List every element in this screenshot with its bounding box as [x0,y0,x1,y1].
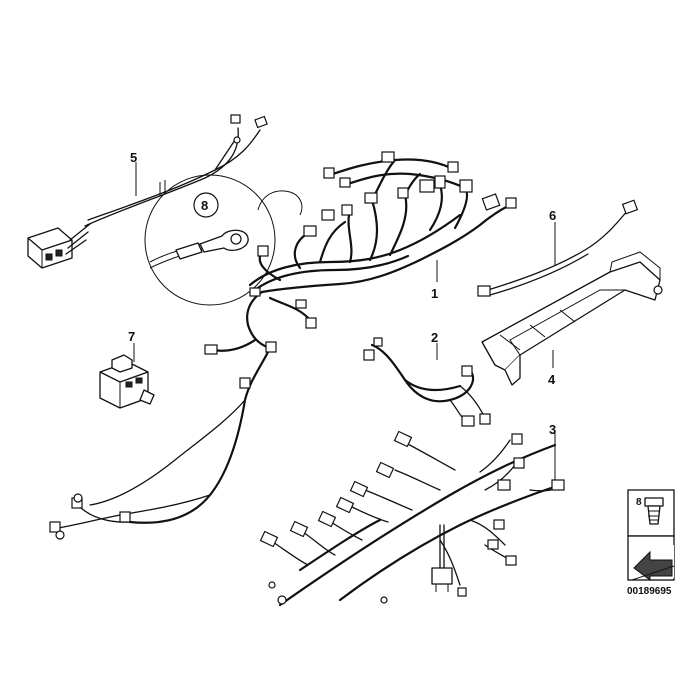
callout-4: 4 [548,372,556,387]
callout-6: 6 [549,208,556,223]
leader-lines [133,162,556,480]
part-4-bracket [481,251,663,386]
part-1-main-harness [49,151,517,540]
legend-part-number: 8 [636,497,642,508]
part-7-module [99,354,155,409]
part-2-harness [363,337,491,427]
ring-terminal-icon [175,229,249,260]
part-3-harness [259,430,565,607]
part-6-cable [477,199,639,297]
callout-3: 3 [549,422,556,437]
callout-5: 5 [130,150,137,165]
callout-2: 2 [431,330,438,345]
diagram-id: 00189695 [627,586,672,597]
part-5-harness [27,114,268,269]
detail-zoom-circle [144,174,303,306]
callout-1: 1 [431,286,438,301]
callout-8: 8 [201,198,208,213]
arrow-icon [631,545,675,581]
callout-7: 7 [128,329,135,344]
parts-legend: 8 00189695 [627,489,675,597]
screw-icon [644,497,664,525]
part-5-connector [27,223,91,269]
